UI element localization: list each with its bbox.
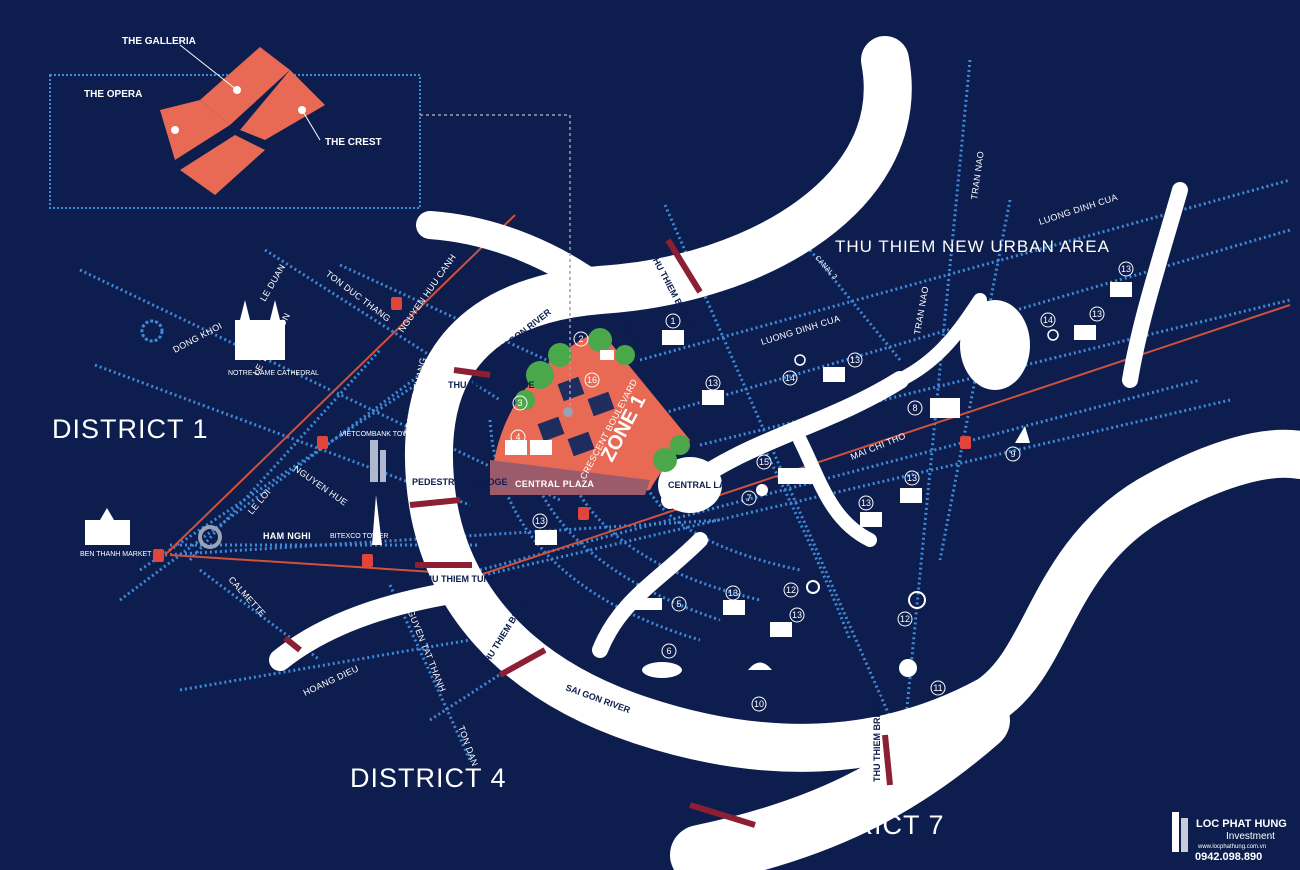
brand-url: www.locphathung.com.vn: [1197, 844, 1266, 850]
bridge-label-thu-thiem-4: THU THIEM BRIDGE: [872, 696, 882, 783]
inset-label-opera: THE OPERA: [84, 89, 142, 100]
label-ben-thanh: BEN THANH MARKET: [80, 551, 152, 558]
poi-number: 13: [907, 473, 917, 483]
poi-number: 14: [785, 373, 795, 383]
street-ham-nghi: HAM NGHI: [263, 531, 311, 541]
poi-number: 3: [517, 398, 522, 408]
central-plaza-label: CENTRAL PLAZA: [515, 479, 594, 489]
urban-area-label: THU THIEM NEW URBAN AREA: [835, 237, 1110, 256]
district-1-label: DISTRICT 1: [52, 414, 209, 444]
poi-number-labels: 1 2 3 4 5 6 7 8 9 10 11 12 12 13 13 13 1…: [515, 264, 1131, 709]
poi-number: 1: [670, 316, 675, 326]
roundabout-ben-thanh: [198, 525, 222, 549]
poi-number: 9: [1010, 449, 1015, 459]
poi-number: 16: [587, 375, 597, 385]
poi-number: 6: [666, 646, 671, 656]
brand-name: LOC PHAT HUNG: [1196, 818, 1287, 830]
bridge-label-thu-thiem-2: THU THIEM BRIDGE: [448, 380, 535, 390]
label-bitexco: BITEXCO TOWER: [330, 533, 388, 540]
landmark-notre-dame: NOTRE-DAME CATHEDRAL: [228, 300, 319, 377]
poi-number: 5: [676, 599, 681, 609]
poi-icons: [505, 282, 1132, 678]
roundabout-north: [140, 319, 164, 343]
poi-number: 15: [759, 457, 769, 467]
inset-label-crest: THE CREST: [325, 137, 382, 148]
poi-number: 4: [515, 432, 520, 442]
poi-number: 2: [578, 334, 583, 344]
poi-number: 12: [900, 614, 910, 624]
poi-number: 13: [792, 610, 802, 620]
landmark-ben-thanh: BEN THANH MARKET: [80, 508, 152, 558]
poi-number: 8: [912, 403, 917, 413]
poi-number: 13: [1092, 309, 1102, 319]
brand-sub: Investment: [1226, 831, 1275, 842]
poi-number: 13: [728, 588, 738, 598]
brand-phone: 0942.098.890: [1195, 851, 1262, 863]
landmark-vietcombank: VIETCOMBANK TOWER: [340, 431, 419, 482]
poi-number: 13: [1121, 264, 1131, 274]
inset-label-galleria: THE GALLERIA: [122, 36, 196, 47]
label-notre-dame: NOTRE-DAME CATHEDRAL: [228, 370, 319, 377]
inset-box: THE GALLERIA THE OPERA THE CREST: [49, 36, 571, 410]
poi-number: 12: [786, 585, 796, 595]
lake-north: [960, 300, 1030, 390]
landmark-bitexco: BITEXCO TOWER: [330, 495, 388, 545]
district-7-label: DISTRICT 7: [788, 810, 945, 840]
poi-number: 13: [535, 516, 545, 526]
poi-number: 14: [1043, 315, 1053, 325]
central-lake-label: CENTRAL LAKE: [668, 480, 738, 490]
poi-number: 13: [861, 498, 871, 508]
district-4-label: DISTRICT 4: [350, 763, 507, 793]
poi-number: 11: [933, 683, 942, 693]
poi-numbers: [510, 261, 1134, 712]
brand-logo: LOC PHAT HUNG Investment www.locphathung…: [1172, 812, 1287, 863]
bus-stops: [153, 297, 971, 567]
bridge-label-tunnel: THU THIEM TUNNEL: [420, 574, 508, 584]
bridge-markers: [283, 238, 893, 828]
poi-number: 13: [850, 355, 860, 365]
label-vietcombank: VIETCOMBANK TOWER: [340, 431, 419, 438]
bridge-label-pedestrian: PEDESTRIAN BRIDGE: [412, 477, 508, 487]
central-lake: [658, 457, 722, 513]
poi-number: 13: [708, 378, 718, 388]
poi-number: 7: [746, 493, 751, 503]
poi-number: 10: [754, 699, 764, 709]
